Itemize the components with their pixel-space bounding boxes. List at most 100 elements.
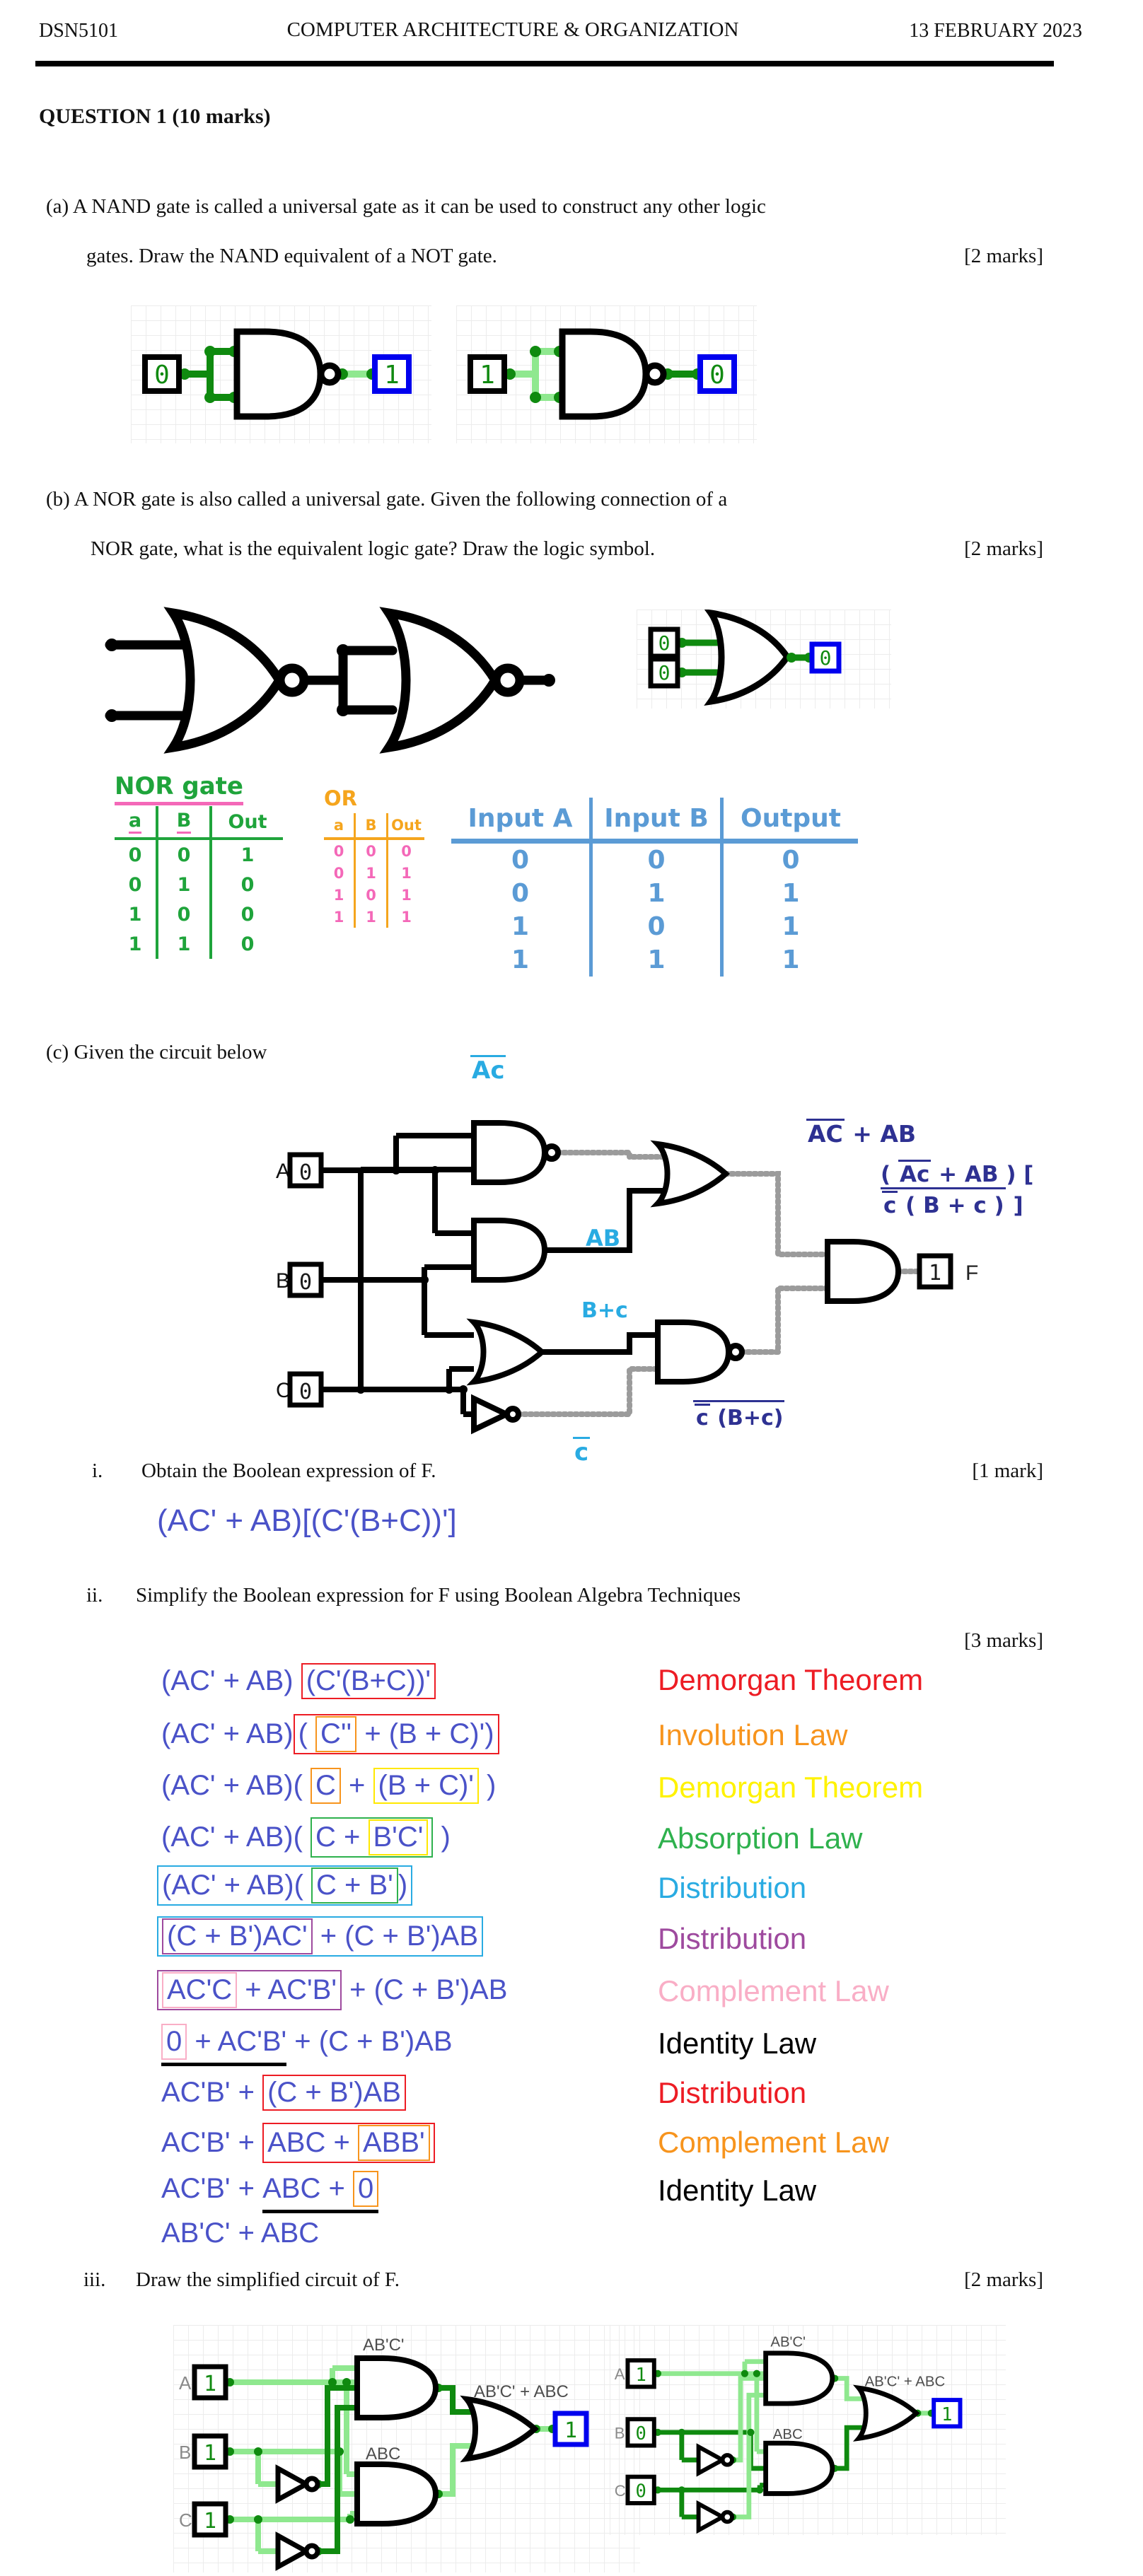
- wire-cnot: [315, 2405, 357, 2554]
- junction-dots: [356, 1166, 468, 1394]
- input-box-top[interactable]: [648, 626, 680, 659]
- output-box: [697, 354, 737, 394]
- step-row-12: AB'C' + ABC: [161, 2217, 320, 2249]
- annotation-ac-bar: Ac: [470, 1055, 506, 1085]
- part-ii-num: ii.: [86, 1584, 103, 1607]
- or-gate: [460, 2395, 539, 2463]
- input-b-label: B: [276, 1269, 290, 1293]
- label-c: C: [179, 2510, 192, 2531]
- gate2-label: ABC: [773, 2427, 803, 2442]
- step-row-7: AC'C + AC'B' + (C + B')AB: [157, 1970, 507, 2010]
- input-value: 0: [154, 361, 170, 390]
- input-c-box[interactable]: [625, 2474, 656, 2505]
- wire-a: [654, 2359, 766, 2454]
- output-box: [932, 2398, 963, 2429]
- label-b: B: [179, 2442, 191, 2463]
- header-date: 13 FEBRUARY 2023: [909, 20, 1082, 42]
- or-gate: [852, 2384, 920, 2442]
- part-a-line1: (a) A NAND gate is called a universal ga…: [46, 195, 766, 218]
- input-b-box[interactable]: [287, 1261, 324, 1298]
- nand-gate: [233, 328, 342, 420]
- output-box: [552, 2411, 589, 2447]
- input-box[interactable]: [142, 354, 182, 394]
- not-c-gate: [471, 1394, 521, 1435]
- part-i-answer: (AC' + AB)[(C'(B+C))']: [157, 1503, 457, 1538]
- header-course-code: DSN5101: [39, 20, 119, 42]
- step-law-7: Complement Law: [658, 1974, 889, 2007]
- part-b-line1: (b) A NOR gate is also called a universa…: [46, 488, 727, 511]
- output-f-value: 1: [929, 1261, 941, 1286]
- nor2-gate: [379, 607, 525, 754]
- input-b-wires: [321, 1264, 474, 1338]
- input-a-box[interactable]: [192, 2364, 228, 2401]
- step-law-5: Distribution: [658, 1871, 807, 1904]
- or-truth-table: OR a B Out 0 0 0 0 1 1 1 0 1 1 1 1: [324, 786, 424, 928]
- input-b-value: 0: [635, 2423, 646, 2444]
- gray-wires: [516, 1150, 922, 1417]
- nor1-inputs: [105, 640, 192, 721]
- wire-a: [226, 2365, 357, 2477]
- part-a-line2: gates. Draw the NAND equivalent of a NOT…: [86, 245, 497, 267]
- output-f-box: [917, 1253, 953, 1290]
- label-a: A: [179, 2372, 192, 2394]
- step-row-8: 0 + AC'B' + (C + B')AB: [161, 2024, 453, 2066]
- label-b: B: [615, 2424, 625, 2442]
- nand-ac-gate: [471, 1120, 561, 1185]
- nand-bottom-gate: [655, 1319, 745, 1385]
- not-c-gate: [696, 2500, 735, 2534]
- wire-and2-out: [436, 2443, 477, 2497]
- io-truth-table: Input A Input B Output 0 0 0 0 1 1 1 0 1…: [451, 798, 858, 977]
- annotation-ab: AB: [586, 1225, 621, 1252]
- output-value: 0: [709, 361, 725, 390]
- input-box-bottom[interactable]: [648, 656, 680, 689]
- input-wires: [504, 348, 562, 401]
- output-f-label: F: [965, 1261, 978, 1285]
- or-bc-gate: [466, 1318, 546, 1386]
- wire-and1-out: [436, 2385, 477, 2415]
- part-i-marks: [1 mark]: [972, 1459, 1043, 1482]
- step-row-10: AC'B' + ABC + ABB': [161, 2123, 435, 2163]
- part-i-text: Obtain the Boolean expression of F.: [141, 1459, 436, 1482]
- simplified-circuit-left: A 1 B 1 C 1 AB'C' ABC AB'C' + ABC 1: [173, 2325, 640, 2572]
- or-bc-output-wire: [542, 1332, 658, 1355]
- step-row-1: (AC' + AB) (C'(B+C))': [161, 1663, 436, 1699]
- part-c-tag: (c): [46, 1041, 69, 1063]
- step-row-6: (C + B')AC' + (C + B')AB: [157, 1916, 484, 1957]
- input-b-value: 0: [299, 1270, 312, 1295]
- input-a-box[interactable]: [625, 2358, 656, 2389]
- input-b-box[interactable]: [192, 2433, 228, 2470]
- step-law-8: Identity Law: [658, 2027, 817, 2060]
- part-ii-marks: [3 marks]: [964, 1629, 1043, 1652]
- step-row-9: AC'B' + (C + B')AB: [161, 2075, 406, 2111]
- nand-gate: [559, 328, 667, 420]
- part-iii-num: iii.: [83, 2268, 106, 2291]
- not-b-gate: [275, 2464, 320, 2504]
- final-and-gate: [825, 1239, 902, 1304]
- input-b-value: 1: [204, 2441, 216, 2466]
- or-label: AB'C' + ABC: [474, 2382, 569, 2401]
- output-value: 0: [820, 646, 832, 670]
- input-c-box[interactable]: [287, 1371, 324, 1408]
- output-box: [372, 354, 412, 394]
- input-b-box[interactable]: [625, 2417, 656, 2448]
- input-c-box[interactable]: [192, 2501, 228, 2538]
- gate1-label: AB'C': [770, 2335, 806, 2350]
- input-box[interactable]: [468, 354, 507, 394]
- wire-cnot: [729, 2392, 766, 2519]
- step-row-2: (AC' + AB)( C'' + (B + C)'): [161, 1714, 499, 1754]
- input-a-value: 1: [635, 2365, 646, 2386]
- or-gate: [704, 609, 791, 706]
- input-value: 1: [480, 361, 495, 390]
- header-rule: [35, 61, 1054, 66]
- input-bottom-value: 0: [658, 661, 671, 684]
- or-table-title: OR: [324, 786, 357, 810]
- header-title: COMPUTER ARCHITECTURE & ORGANIZATION: [286, 18, 739, 41]
- part-iii-marks: [2 marks]: [964, 2268, 1043, 2291]
- part-ii-text: Simplify the Boolean expression for F us…: [136, 1584, 741, 1607]
- question-heading: QUESTION 1 (10 marks): [39, 105, 271, 128]
- or-equivalent-sim: 0 0 0: [637, 609, 891, 709]
- input-a-box[interactable]: [287, 1152, 324, 1189]
- input-a-value: 1: [204, 2372, 216, 2396]
- output-box: [809, 641, 842, 674]
